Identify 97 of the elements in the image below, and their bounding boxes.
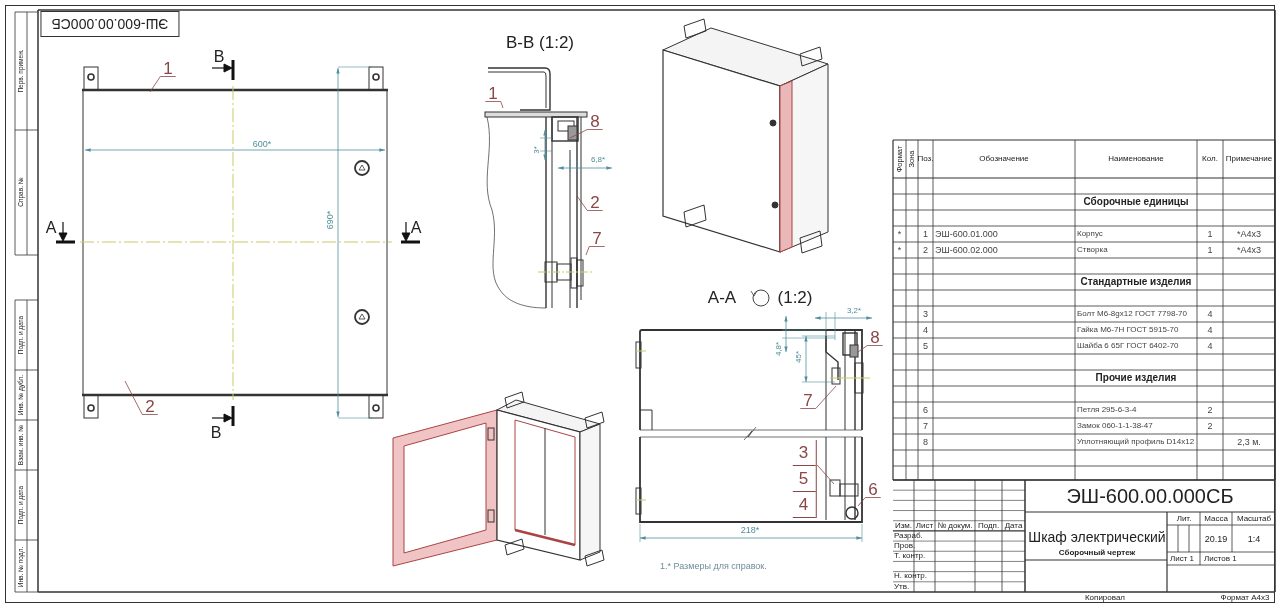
product-name: Шкаф электрический	[1028, 530, 1166, 544]
item-name: Замок 060-1-1-38-47	[1077, 422, 1153, 430]
field-label: Н. контр.	[894, 572, 927, 581]
callout-number: 1	[160, 59, 176, 77]
remark: *А4x3	[1237, 245, 1261, 255]
leader-line	[124, 380, 159, 415]
quantity: 2	[1207, 405, 1213, 415]
dimension-value: 45*	[795, 351, 803, 363]
item-name: Корпус	[1077, 230, 1103, 238]
format-mark: *	[897, 229, 902, 239]
designation: ЭШ-600.02.000	[935, 245, 998, 255]
leader-line	[585, 246, 606, 256]
leader-line	[799, 385, 837, 409]
field-label: Подп.	[977, 521, 1000, 530]
position-number: 1	[923, 229, 928, 239]
leader-line	[576, 195, 604, 211]
position-number: 3	[923, 309, 928, 319]
leader-line	[816, 464, 835, 485]
quantity: 4	[1207, 341, 1213, 351]
drawing-number: ЭШ-600.00.000СБ	[1066, 486, 1234, 506]
section-heading: Стандартные изделия	[1080, 277, 1192, 287]
callout-number: 7	[589, 229, 605, 247]
field-label: Лит.	[1176, 514, 1192, 523]
item-name: Болт М6-8gx12 ГОСТ 7798-70	[1077, 310, 1187, 318]
mass-value: 20.19	[1204, 534, 1228, 544]
remark: *А4x3	[1237, 229, 1261, 239]
field-label: Разраб.	[894, 531, 923, 540]
item-name: Петля 295-6-3-4	[1077, 406, 1137, 414]
column-header: Поз.	[917, 155, 934, 163]
leader-line	[857, 345, 884, 353]
section-letter: A	[45, 220, 57, 236]
dimension-value: 690*	[325, 210, 335, 230]
remark: 2,3 м.	[1237, 437, 1261, 447]
drawing-number: ЭШ-600.00.000СБ	[40, 11, 180, 37]
field-label: Формат А4x3	[1220, 593, 1270, 602]
field-label: Масса	[1204, 514, 1228, 523]
field-label: Листов 1	[1204, 554, 1237, 563]
dimension-value: 6,8*	[590, 156, 606, 164]
designation: ЭШ-600.01.000	[935, 229, 998, 239]
quantity: 4	[1207, 325, 1213, 335]
field-label: Масштаб	[1236, 514, 1272, 523]
field-label: Копировал	[1084, 593, 1126, 602]
item-name: Шайба 6 65Г ГОСТ 6402-70	[1077, 342, 1179, 350]
callout-number: 3 5 4	[792, 440, 818, 518]
section-heading: Прочие изделия	[1095, 373, 1177, 383]
field-label: Лист	[915, 521, 934, 530]
callout-number: 1	[485, 84, 501, 102]
dimension-value: 218*	[740, 525, 760, 535]
field-label: Пров.	[894, 541, 916, 550]
dimension-value: 4,8*	[775, 341, 783, 357]
leader-line	[857, 497, 882, 507]
scale-value: 1:4	[1247, 534, 1261, 544]
leader-line	[569, 129, 604, 139]
section-letter: B	[210, 425, 222, 441]
field-label: Дата	[1004, 521, 1023, 530]
column-header: Примечание	[1225, 155, 1273, 163]
quantity: 1	[1207, 245, 1213, 255]
column-header: Наименование	[1108, 155, 1164, 163]
field-label: № докум.	[937, 521, 973, 530]
field-label: Утв.	[894, 582, 910, 591]
item-name: Створка	[1077, 246, 1108, 254]
leader-line	[484, 101, 504, 109]
callout-number: 2	[142, 397, 158, 415]
position-number: 2	[923, 245, 928, 255]
item-name: Уплотняющий профиль D14x12	[1077, 438, 1195, 446]
quantity: 4	[1207, 309, 1213, 319]
position-number: 6	[923, 405, 928, 415]
document-type: Сборочный чертеж	[1058, 549, 1136, 557]
quantity: 2	[1207, 421, 1213, 431]
view-title: B-B (1:2)	[506, 33, 574, 51]
callout-number: 2	[587, 193, 603, 211]
section-letter: B	[213, 49, 225, 65]
callout-number: 8	[867, 328, 883, 346]
field-label: Лист 1	[1170, 554, 1195, 563]
position-number: 5	[923, 341, 928, 351]
column-header: Кол.	[1202, 155, 1218, 163]
section-heading: Сборочные единицы	[1083, 197, 1189, 207]
dimension-value: 600*	[252, 139, 272, 149]
quantity: 1	[1207, 229, 1213, 239]
dimension-value: 3*	[533, 146, 541, 154]
callout-number: 8	[587, 112, 603, 130]
field-label: Т. контр.	[894, 551, 926, 560]
dimension-value: 3,2*	[846, 307, 862, 315]
field-label: Изм.	[894, 521, 913, 530]
position-number: 8	[923, 437, 928, 447]
callout-number: 6	[865, 480, 881, 498]
leader-line	[149, 76, 177, 93]
format-mark: *	[897, 245, 902, 255]
item-name: Гайка М6-7Н ГОСТ 5915-70	[1077, 326, 1179, 334]
view-title: (1:2)	[777, 288, 813, 306]
position-number: 7	[923, 421, 928, 431]
note-text: 1.* Размеры для справок.	[660, 561, 767, 571]
callout-number: 7	[800, 391, 816, 409]
position-number: 4	[923, 325, 928, 335]
section-letter: A	[410, 220, 422, 236]
view-title: A-A	[707, 288, 737, 306]
column-header: Обозначение	[979, 155, 1029, 163]
